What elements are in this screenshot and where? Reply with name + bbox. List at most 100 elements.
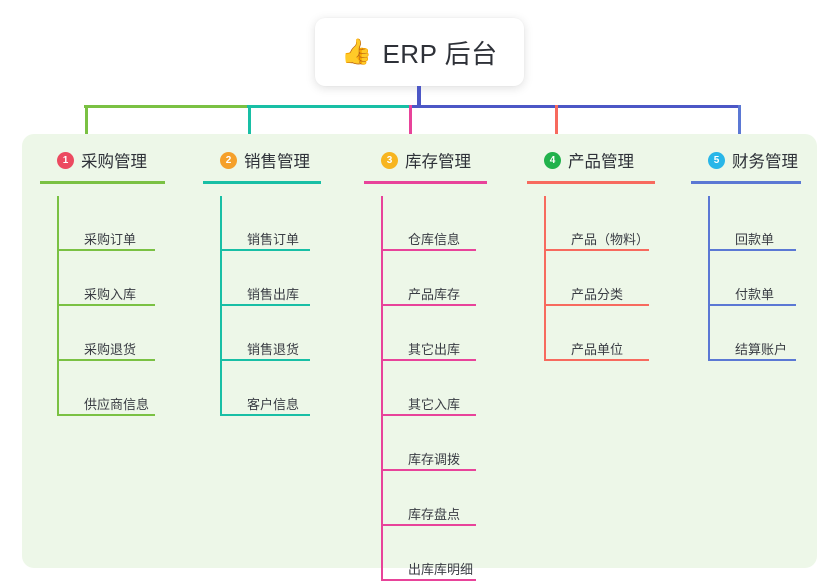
category-items-1: 采购订单采购入库采购退货供应商信息 — [57, 196, 165, 416]
category-underline — [691, 181, 801, 184]
category-item[interactable]: 出库库明细 — [381, 526, 487, 581]
category-spine — [381, 196, 383, 581]
category-item-label: 产品分类 — [571, 287, 624, 302]
root-node-erp-backend[interactable]: 👍 ERP 后台 — [315, 18, 524, 86]
category-item[interactable]: 产品单位 — [544, 306, 655, 361]
connector-drop-3 — [409, 105, 412, 135]
category-item[interactable]: 库存调拨 — [381, 416, 487, 471]
connector-hbar-segment-1 — [84, 105, 249, 108]
category-item[interactable]: 库存盘点 — [381, 471, 487, 526]
category-items-3: 仓库信息产品库存其它出库其它入库库存调拨库存盘点出库库明细 — [381, 196, 487, 581]
category-item[interactable]: 其它出库 — [381, 306, 487, 361]
category-item[interactable]: 产品分类 — [544, 251, 655, 306]
category-item-underline — [57, 414, 155, 416]
category-column-4: 4 产品管理产品（物料） 产品分类产品单位 — [527, 146, 655, 361]
category-item[interactable]: 采购入库 — [57, 251, 165, 306]
category-item-underline — [544, 304, 649, 306]
category-header-4[interactable]: 4 产品管理 — [527, 146, 655, 174]
category-underline — [40, 181, 165, 184]
category-item-label: 产品（物料） — [571, 232, 650, 247]
category-item-label: 销售退货 — [247, 342, 300, 357]
category-item-label: 其它入库 — [408, 397, 461, 412]
category-item[interactable]: 销售订单 — [220, 196, 321, 251]
category-item-label: 仓库信息 — [408, 232, 461, 247]
category-item-label: 产品单位 — [571, 342, 624, 357]
category-number-badge: 3 — [381, 151, 398, 169]
category-item-underline — [381, 304, 476, 306]
category-item[interactable]: 其它入库 — [381, 361, 487, 416]
connector-drop-4 — [555, 105, 558, 135]
category-item-label: 结算账户 — [735, 342, 788, 357]
category-item[interactable]: 付款单 — [708, 251, 801, 306]
category-item-underline — [381, 414, 476, 416]
category-item[interactable]: 产品库存 — [381, 251, 487, 306]
category-items-5: 回款单付款单结算账户 — [708, 196, 801, 361]
category-item-label: 库存调拨 — [408, 452, 461, 467]
category-header-3[interactable]: 3 库存管理 — [364, 146, 487, 174]
category-item[interactable]: 采购订单 — [57, 196, 165, 251]
category-item-underline — [708, 359, 796, 361]
category-item-label: 出库库明细 — [408, 562, 474, 577]
category-item[interactable]: 结算账户 — [708, 306, 801, 361]
category-item-label: 采购入库 — [84, 287, 137, 302]
connector-drop-2 — [248, 105, 251, 135]
category-item-label: 销售出库 — [247, 287, 300, 302]
category-spine — [544, 196, 546, 361]
category-number-badge: 4 — [544, 151, 561, 169]
category-item-underline — [544, 359, 649, 361]
category-title: 采购管理 — [81, 153, 147, 171]
category-spine — [220, 196, 222, 416]
category-number-badge: 2 — [220, 151, 237, 169]
category-item-label: 客户信息 — [247, 397, 300, 412]
category-column-2: 2 销售管理销售订单销售出库销售退货客户信息 — [203, 146, 321, 416]
category-item-label: 供应商信息 — [84, 397, 150, 412]
category-title: 财务管理 — [732, 153, 798, 171]
category-item[interactable]: 销售出库 — [220, 251, 321, 306]
category-item-label: 产品库存 — [408, 287, 461, 302]
category-item-underline — [381, 469, 476, 471]
category-underline — [527, 181, 655, 184]
category-spine — [708, 196, 710, 361]
category-item[interactable]: 销售退货 — [220, 306, 321, 361]
thumbs-up-icon: 👍 — [341, 37, 373, 66]
category-spine — [57, 196, 59, 416]
category-number-badge: 5 — [708, 151, 725, 169]
category-item-underline — [381, 579, 476, 581]
category-item-label: 付款单 — [735, 287, 775, 302]
category-item-underline — [544, 249, 649, 251]
category-title: 库存管理 — [405, 153, 471, 171]
root-connector-stem — [417, 86, 421, 108]
category-item-underline — [708, 249, 796, 251]
category-item-label: 库存盘点 — [408, 507, 461, 522]
category-item-underline — [57, 304, 155, 306]
category-item-label: 采购订单 — [84, 232, 137, 247]
category-item-underline — [57, 249, 155, 251]
category-header-2[interactable]: 2 销售管理 — [203, 146, 321, 174]
category-items-2: 销售订单销售出库销售退货客户信息 — [220, 196, 321, 416]
category-item-label: 销售订单 — [247, 232, 300, 247]
category-header-5[interactable]: 5 财务管理 — [691, 146, 801, 174]
category-item[interactable]: 客户信息 — [220, 361, 321, 416]
connector-hbar-segment-3 — [409, 105, 740, 108]
category-item[interactable]: 产品（物料） — [544, 196, 655, 251]
category-item-underline — [381, 359, 476, 361]
category-item-underline — [220, 359, 310, 361]
category-item[interactable]: 采购退货 — [57, 306, 165, 361]
category-item-underline — [708, 304, 796, 306]
connector-drop-5 — [738, 105, 741, 135]
category-column-5: 5 财务管理回款单付款单结算账户 — [691, 146, 801, 361]
category-item[interactable]: 仓库信息 — [381, 196, 487, 251]
category-item-underline — [57, 359, 155, 361]
category-column-3: 3 库存管理仓库信息产品库存其它出库其它入库库存调拨库存盘点出库库明细 — [364, 146, 487, 581]
category-title: 产品管理 — [568, 153, 634, 171]
category-item-label: 回款单 — [735, 232, 775, 247]
category-item-label: 采购退货 — [84, 342, 137, 357]
category-item-underline — [220, 304, 310, 306]
category-underline — [203, 181, 321, 184]
category-title: 销售管理 — [244, 153, 310, 171]
category-item[interactable]: 回款单 — [708, 196, 801, 251]
category-item[interactable]: 供应商信息 — [57, 361, 165, 416]
connector-hbar-segment-2 — [247, 105, 410, 108]
